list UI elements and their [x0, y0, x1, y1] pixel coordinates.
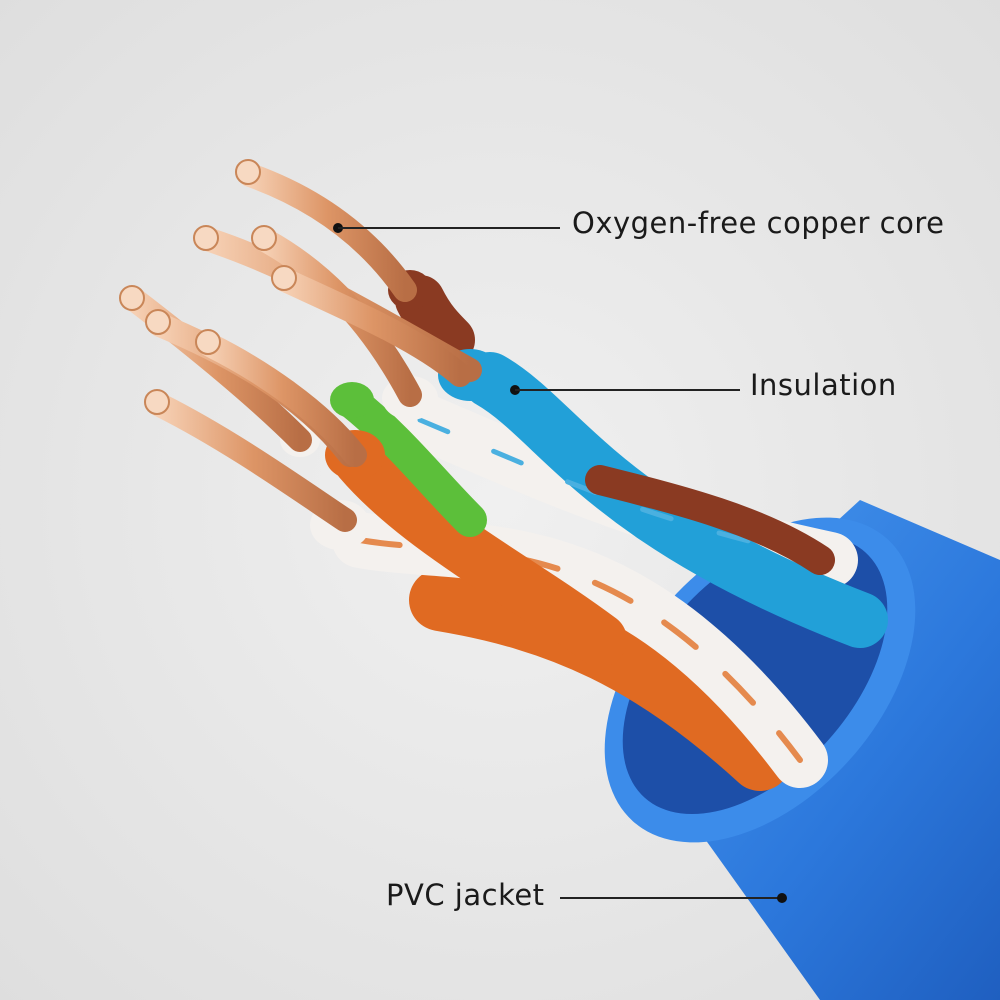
copper-strand-tips — [119, 159, 297, 415]
copper-core-callout-line — [338, 227, 560, 229]
pvc-jacket-callout-line — [560, 897, 782, 899]
twisted-pairs — [332, 275, 888, 791]
pvc-jacket-callout-dot — [777, 893, 787, 903]
insulation-callout-line — [515, 389, 740, 391]
copper-cores — [123, 163, 482, 532]
insulation-label: Insulation — [750, 368, 897, 402]
copper-core-label: Oxygen-free copper core — [572, 206, 945, 240]
pvc-jacket-label: PVC jacket — [386, 878, 545, 912]
